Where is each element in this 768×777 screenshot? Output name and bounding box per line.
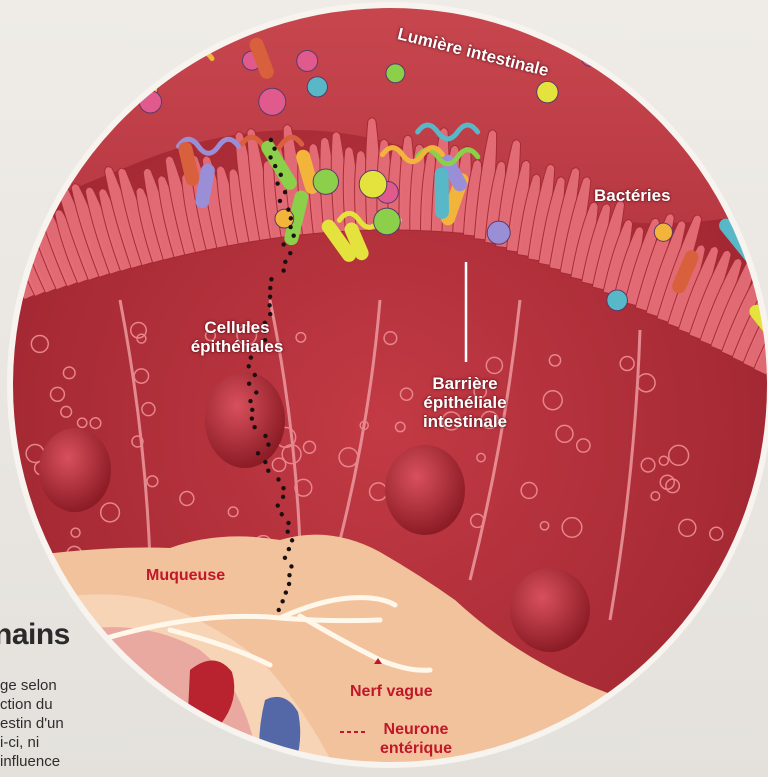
label-enteric-neuron-line: Neurone xyxy=(370,720,462,739)
particle-dot xyxy=(268,294,272,298)
particle-dot xyxy=(266,469,270,473)
cell-nucleus xyxy=(205,372,285,468)
particle-dot xyxy=(288,225,292,229)
particle-dot xyxy=(283,260,287,264)
particle-dot xyxy=(283,190,287,194)
particle-dot xyxy=(254,390,258,394)
particle-dot xyxy=(286,529,290,533)
particle-dot xyxy=(253,373,257,377)
particle-dot xyxy=(280,599,284,603)
particle-dot xyxy=(283,556,287,560)
bacterium-rod xyxy=(434,168,449,219)
label-enteric-neuron-line: entérique xyxy=(370,739,462,758)
particle-dot xyxy=(267,303,271,307)
particle-dot xyxy=(268,286,272,290)
cell-nucleus xyxy=(510,568,590,652)
particle-dot xyxy=(247,382,251,386)
label-barrier-line: épithéliale xyxy=(410,393,520,412)
bacterium-coccus xyxy=(374,208,401,235)
particle-dot xyxy=(266,442,270,446)
label-vagus-nerve: Nerf vague xyxy=(350,682,433,701)
particle-dot xyxy=(249,355,253,359)
particle-dot xyxy=(272,147,276,151)
particle-dot xyxy=(275,181,279,185)
bacterium-coccus xyxy=(537,81,558,102)
particle-dot xyxy=(281,242,285,246)
particle-dot xyxy=(281,495,285,499)
particle-dot xyxy=(286,521,290,525)
bacterium-rod xyxy=(695,114,728,161)
particle-dot xyxy=(281,486,285,490)
particle-dot xyxy=(290,538,294,542)
bacterium-coccus xyxy=(297,50,318,71)
particle-dot xyxy=(268,155,272,159)
particle-dot xyxy=(289,564,293,568)
label-barrier-line: intestinale xyxy=(410,412,520,431)
particle-dot xyxy=(252,425,256,429)
label-mucosa: Muqueuse xyxy=(146,566,225,585)
particle-dot xyxy=(277,608,281,612)
particle-dot xyxy=(287,547,291,551)
bacterium-rod xyxy=(145,40,165,80)
label-bacteria: Bactéries xyxy=(594,186,671,205)
blood-vessel-blue xyxy=(259,697,300,777)
label-epithelial-cells: Cellules épithéliales xyxy=(182,318,292,356)
particle-dot xyxy=(276,503,280,507)
particle-dot xyxy=(280,512,284,516)
particle-dot xyxy=(289,216,293,220)
label-enteric-neuron: Neurone entérique xyxy=(370,720,462,758)
particle-dot xyxy=(279,173,283,177)
bacterium-coccus xyxy=(307,77,327,97)
cell-nucleus xyxy=(385,445,465,535)
bacterium-coccus xyxy=(259,88,286,115)
particle-dot xyxy=(288,251,292,255)
particle-dot xyxy=(291,234,295,238)
label-barrier: Barrière épithéliale intestinale xyxy=(410,374,520,431)
bacterium-coccus xyxy=(386,64,405,83)
bacterium-coccus xyxy=(313,169,338,194)
particle-dot xyxy=(269,277,273,281)
particle-dot xyxy=(250,416,254,420)
bacterium-coccus xyxy=(487,221,510,244)
particle-dot xyxy=(284,590,288,594)
bacterium-coccus xyxy=(654,223,672,241)
particle-dot xyxy=(263,434,267,438)
particle-dot xyxy=(263,460,267,464)
label-epithelial-cells-line: Cellules xyxy=(182,318,292,337)
bacterium-coccus xyxy=(359,170,387,198)
bacterium-spiral xyxy=(667,82,727,96)
particle-dot xyxy=(286,207,290,211)
particle-dot xyxy=(278,199,282,203)
particle-dot xyxy=(248,399,252,403)
particle-dot xyxy=(247,364,251,368)
bacterium-coccus xyxy=(607,290,628,311)
particle-dot xyxy=(276,477,280,481)
particle-dot xyxy=(256,451,260,455)
label-epithelial-cells-line: épithéliales xyxy=(182,337,292,356)
particle-dot xyxy=(287,582,291,586)
particle-dot xyxy=(281,268,285,272)
label-barrier-line: Barrière xyxy=(410,374,520,393)
particle-dot xyxy=(287,573,291,577)
cell-nucleus xyxy=(39,428,111,512)
particle-dot xyxy=(250,408,254,412)
particle-dot xyxy=(268,312,272,316)
particle-dot xyxy=(269,138,273,142)
particle-dot xyxy=(273,164,277,168)
